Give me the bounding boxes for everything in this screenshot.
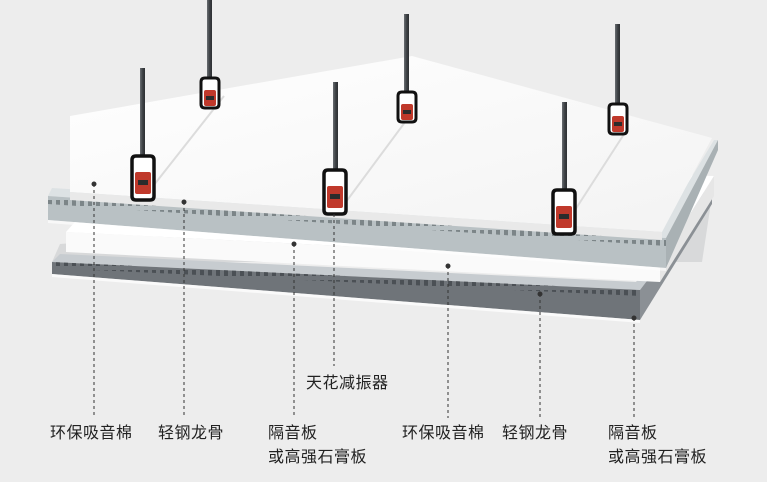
damper-icon — [130, 154, 156, 202]
hanger-rod — [562, 102, 567, 194]
label-board-left-1: 隔音板 — [268, 423, 318, 442]
label-board-right-1: 隔音板 — [608, 423, 658, 442]
damper-icon — [551, 188, 577, 236]
hanger-rod — [207, 0, 212, 80]
insulation-top-layer — [70, 56, 712, 240]
damper-icon — [322, 168, 348, 216]
ceiling-dampers — [130, 76, 629, 236]
damper-icon — [607, 102, 629, 136]
label-board-left-2: 或高强石膏板 — [268, 447, 368, 466]
hanger-rod — [333, 82, 338, 172]
leader-lines — [93, 184, 635, 418]
hanger-rod — [140, 68, 145, 160]
damper-icon — [396, 90, 418, 124]
label-damper: 天花减振器 — [306, 373, 389, 392]
hanger-rod — [615, 24, 620, 108]
label-keel-right: 轻钢龙骨 — [502, 423, 569, 442]
label-keel-left: 轻钢龙骨 — [158, 423, 225, 442]
label-insulation-right: 环保吸音棉 — [402, 423, 485, 442]
hanger-rod — [404, 14, 409, 94]
leader-dots — [91, 181, 637, 321]
hanger-rods — [140, 0, 620, 194]
damper-icon — [199, 76, 221, 110]
label-board-right-2: 或高强石膏板 — [608, 447, 708, 466]
label-insulation-left: 环保吸音棉 — [50, 423, 133, 442]
